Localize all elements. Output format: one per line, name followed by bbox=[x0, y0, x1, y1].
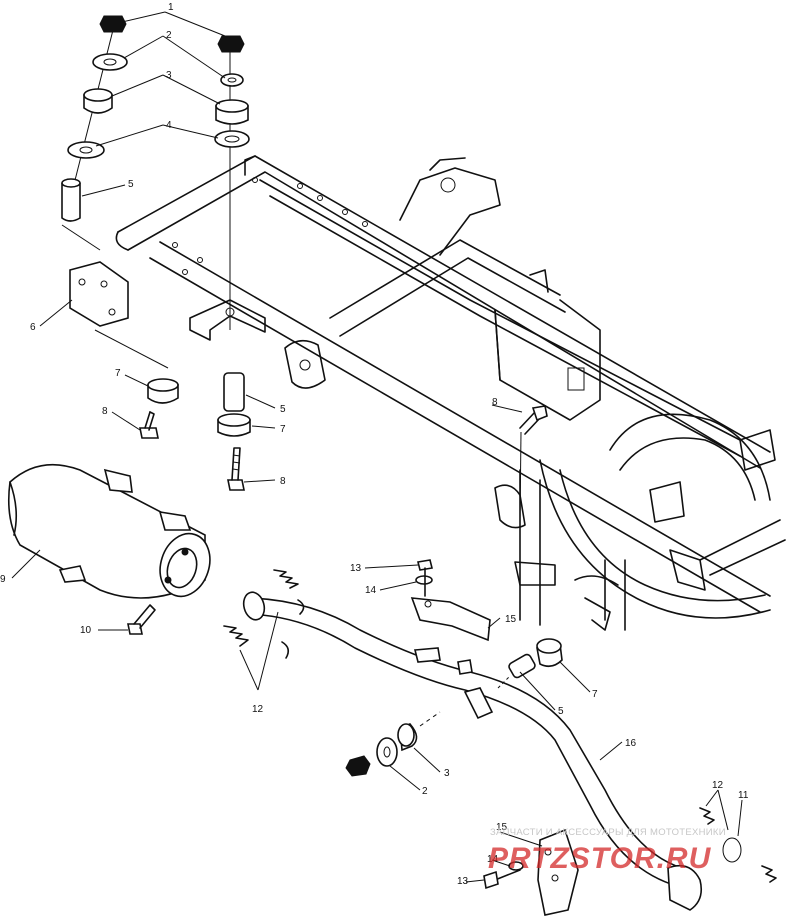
frame-assembly bbox=[115, 155, 786, 631]
muffler bbox=[7, 463, 211, 599]
callout-14-lower: 14 bbox=[487, 854, 499, 865]
callout-3-lower: 3 bbox=[444, 768, 450, 779]
bracket-upper bbox=[410, 559, 491, 642]
grommet-left bbox=[147, 378, 179, 404]
callout-5: 5 bbox=[128, 179, 134, 190]
watermark-caption: ЗАПЧАСТИ И АКСЕССУАРЫ ДЛЯ МОТОТЕХНИКИ bbox=[490, 827, 726, 838]
spacer-grommet-mid bbox=[497, 638, 563, 689]
bracket-lower bbox=[483, 828, 579, 916]
watermark-logo: PRTZSTOR.RU bbox=[488, 842, 712, 875]
callout-13-lower: 13 bbox=[457, 876, 469, 887]
muffler-bolt bbox=[127, 604, 156, 635]
callout-5-mid: 5 bbox=[558, 706, 564, 717]
callout-labels: 1 2 3 4 5 6 7 8 5 7 8 8 9 10 12 13 14 15… bbox=[0, 2, 749, 887]
callout-14-upper: 14 bbox=[365, 585, 377, 596]
callout-15-upper: 15 bbox=[505, 614, 517, 625]
callout-1: 1 bbox=[168, 2, 174, 13]
callout-13-upper: 13 bbox=[350, 563, 362, 574]
callout-leaders bbox=[11, 11, 743, 883]
callout-3: 3 bbox=[166, 70, 172, 81]
bolt-center bbox=[227, 447, 245, 491]
mounting-plate bbox=[61, 224, 169, 369]
callout-8: 8 bbox=[102, 406, 108, 417]
callout-4: 4 bbox=[166, 120, 172, 131]
callout-8-center: 8 bbox=[280, 476, 286, 487]
bolt-left bbox=[139, 411, 159, 439]
callout-6: 6 bbox=[30, 322, 36, 333]
callout-16: 16 bbox=[625, 738, 637, 749]
bolt-right-8 bbox=[519, 405, 548, 521]
callout-7: 7 bbox=[115, 368, 121, 379]
callout-2-lower: 2 bbox=[422, 786, 428, 797]
callout-10: 10 bbox=[80, 625, 92, 636]
callout-7-mid: 7 bbox=[592, 689, 598, 700]
spacer-center bbox=[217, 372, 251, 437]
callout-2: 2 bbox=[166, 30, 172, 41]
exhaust-pipe bbox=[242, 591, 742, 911]
callout-12-lower: 12 bbox=[712, 780, 724, 791]
callout-7-center: 7 bbox=[280, 424, 286, 435]
lower-hardware bbox=[345, 711, 441, 777]
left-hardware-stack bbox=[61, 15, 128, 222]
callout-11: 11 bbox=[738, 790, 749, 801]
callout-12-upper: 12 bbox=[252, 704, 264, 715]
callout-5-center: 5 bbox=[280, 404, 286, 415]
svg-text:PRTZSTOR.RU: PRTZSTOR.RU bbox=[488, 842, 712, 875]
springs-upper bbox=[223, 569, 305, 691]
springs-lower bbox=[699, 789, 777, 883]
callout-9: 9 bbox=[0, 574, 6, 585]
callout-8-right: 8 bbox=[492, 397, 498, 408]
right-hardware-stack bbox=[214, 35, 250, 330]
callout-15-lower: 15 bbox=[496, 822, 508, 833]
crossbar-holes bbox=[172, 177, 368, 275]
